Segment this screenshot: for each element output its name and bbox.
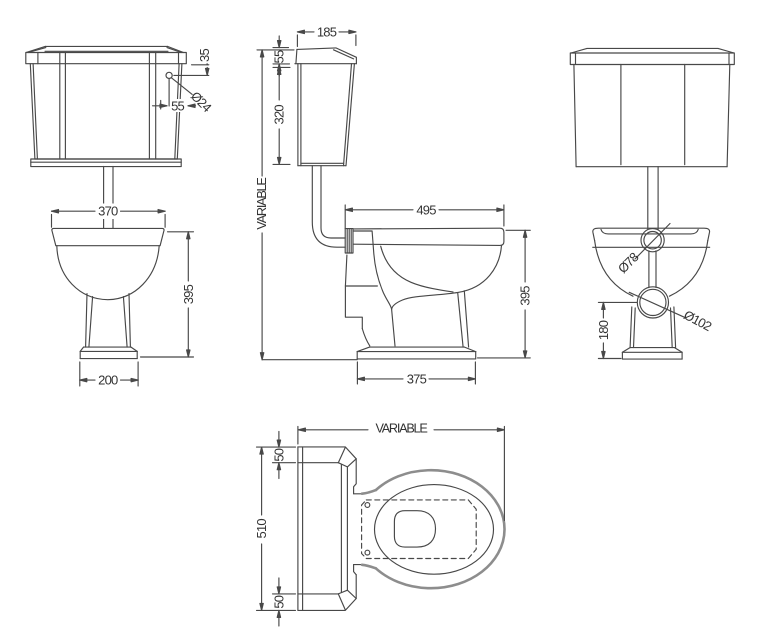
svg-text:375: 375: [407, 371, 427, 386]
svg-text:35: 35: [197, 49, 212, 62]
svg-text:185: 185: [317, 24, 337, 39]
svg-text:Ø78: Ø78: [615, 249, 642, 276]
svg-text:395: 395: [518, 286, 533, 306]
svg-text:55: 55: [272, 50, 287, 63]
svg-text:510: 510: [254, 519, 269, 539]
svg-text:200: 200: [98, 373, 118, 388]
svg-text:Ø102: Ø102: [681, 307, 714, 334]
svg-text:495: 495: [416, 202, 436, 217]
svg-text:VARIABLE: VARIABLE: [255, 178, 269, 230]
svg-text:320: 320: [272, 105, 287, 125]
svg-text:50: 50: [271, 448, 286, 461]
svg-text:55: 55: [171, 98, 184, 113]
svg-text:370: 370: [98, 204, 118, 219]
svg-text:Ø24: Ø24: [188, 88, 215, 115]
svg-text:50: 50: [271, 595, 286, 608]
svg-text:395: 395: [181, 284, 196, 304]
svg-text:180: 180: [596, 320, 611, 340]
svg-text:VARIABLE: VARIABLE: [375, 422, 427, 436]
